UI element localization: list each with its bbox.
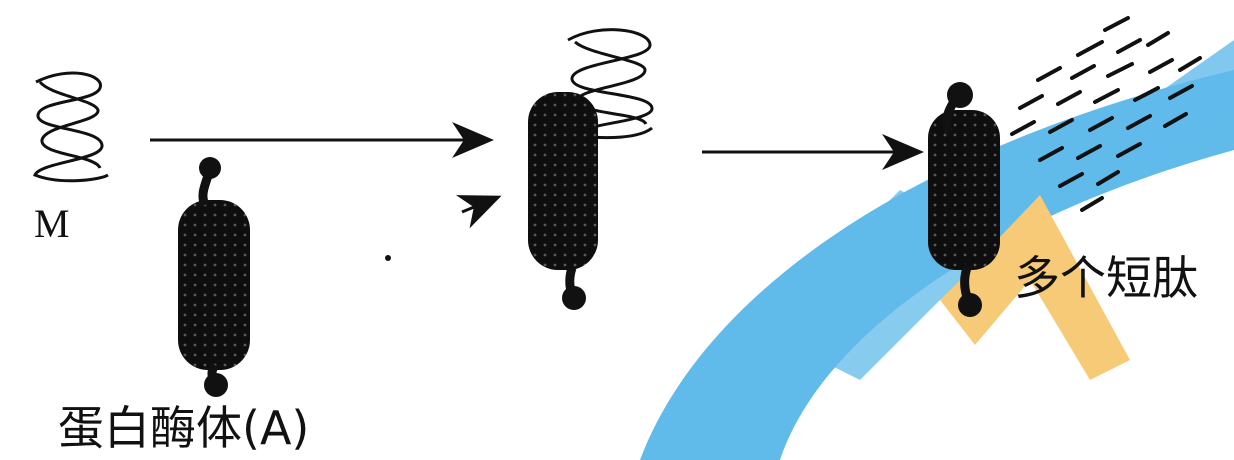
proteasome-label: 蛋白酶体(A) (58, 392, 309, 458)
short-peptides-label: 多个短肽 (1014, 242, 1198, 308)
proteasome-a (178, 157, 250, 397)
proteasome-m-complex (528, 30, 652, 310)
dot (385, 255, 391, 261)
protein-m-coil (35, 73, 108, 181)
arrow-small (462, 198, 496, 212)
protein-m-label: M (34, 200, 70, 247)
